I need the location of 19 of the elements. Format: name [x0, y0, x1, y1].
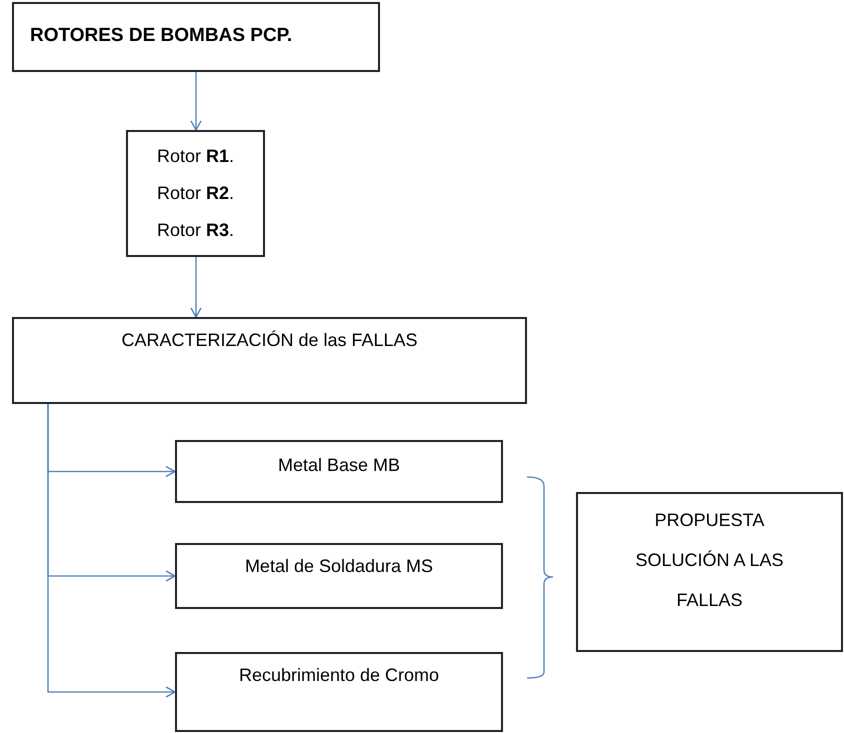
- process-box: [12, 2, 380, 72]
- box-text: Rotor R2.: [156, 182, 236, 205]
- box-text: ROTORES DE BOMBAS PCP.: [30, 24, 294, 48]
- arrow: [190, 72, 202, 131]
- process-box: [12, 317, 527, 404]
- box-text: PROPUESTA SOLUCIÓN A LAS FALLAS: [634, 509, 785, 612]
- box-text: Rotor R3.: [156, 219, 236, 242]
- box-text: Metal Base MB: [276, 454, 402, 477]
- process-box: [175, 652, 503, 732]
- process-box: [175, 543, 503, 609]
- arrow: [190, 257, 202, 318]
- process-box: [175, 440, 503, 503]
- process-box: [576, 492, 843, 652]
- arrow: [47, 404, 176, 698]
- box-text: Rotor R1.: [156, 145, 236, 168]
- process-box: [126, 130, 265, 257]
- box-text: CARACTERIZACIÓN de las FALLAS: [120, 329, 419, 352]
- box-text: Metal de Soldadura MS: [244, 555, 434, 578]
- box-text: Recubrimiento de Cromo: [238, 664, 440, 687]
